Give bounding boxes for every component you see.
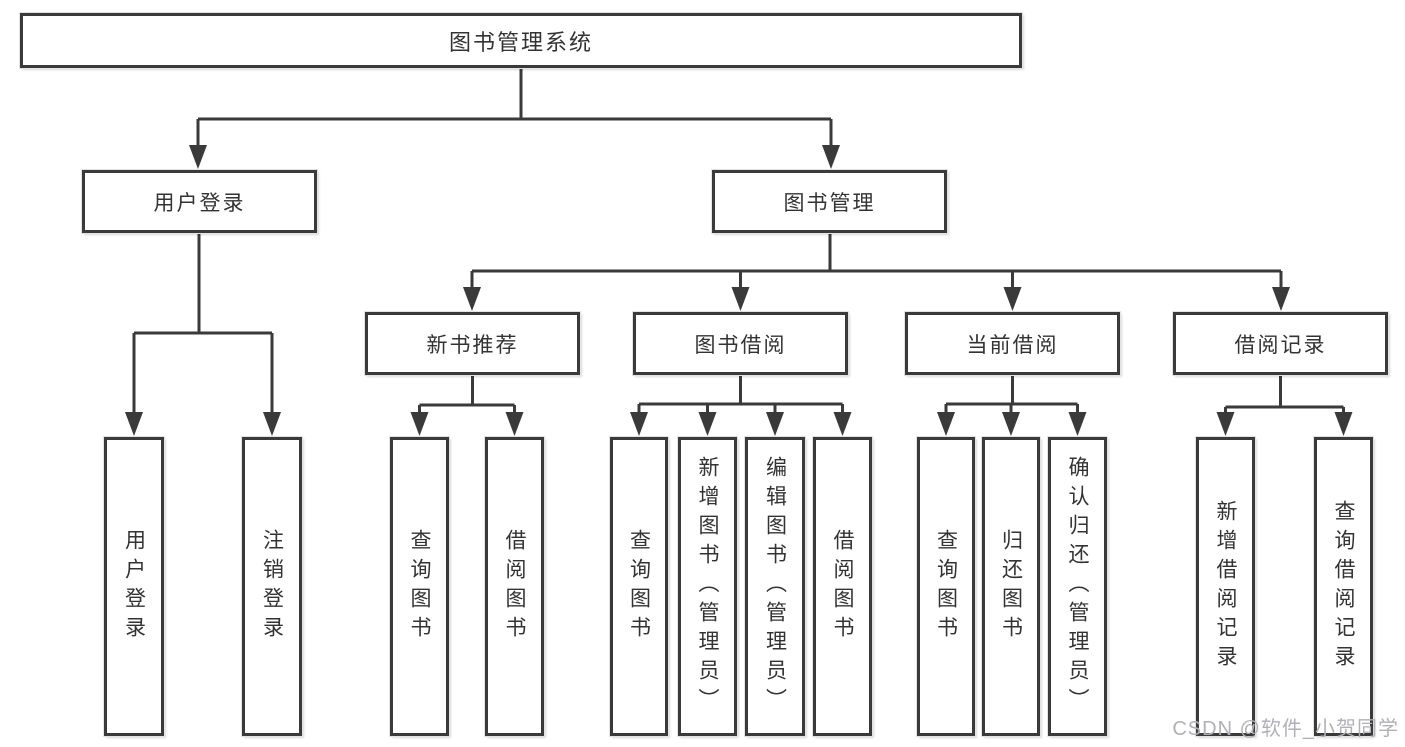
node-new-book-recommend: 新书推荐: [365, 312, 580, 375]
arrowhead-icon: [766, 412, 784, 436]
node-leaf-query-books-1-label: 查询图书: [408, 528, 432, 645]
node-leaf-user-login-label: 用户登录: [122, 528, 146, 645]
node-leaf-edit-book-admin-label: 编辑图书（管理员）: [763, 456, 787, 717]
node-current-borrow: 当前借阅: [905, 312, 1120, 375]
node-leaf-query-books-2-label: 查询图书: [627, 528, 651, 645]
arrowhead-icon: [263, 412, 281, 436]
node-user-login-label: 用户登录: [153, 191, 246, 215]
node-leaf-borrow-books-2-label: 借阅图书: [831, 528, 855, 645]
arrowhead-icon: [1068, 412, 1087, 436]
node-leaf-borrow-books-1: 借阅图书: [485, 437, 544, 736]
node-book-management-label: 图书管理: [783, 191, 876, 215]
arrowhead-icon: [937, 412, 955, 436]
node-new-book-recommend-label: 新书推荐: [426, 333, 519, 357]
node-leaf-query-borrow-record: 查询借阅记录: [1314, 437, 1373, 736]
node-borrow-records: 借阅记录: [1173, 312, 1388, 375]
node-leaf-add-book-admin: 新增图书（管理员）: [678, 437, 737, 736]
node-leaf-return-book-label: 归还图书: [999, 528, 1023, 645]
arrowhead-icon: [822, 145, 840, 169]
node-leaf-borrow-books-1-label: 借阅图书: [503, 528, 527, 645]
arrowhead-icon: [630, 412, 648, 436]
node-leaf-add-book-admin-label: 新增图书（管理员）: [696, 456, 720, 717]
node-leaf-logout: 注销登录: [242, 437, 302, 736]
node-root: 图书管理系统: [20, 13, 1022, 68]
arrowhead-icon: [833, 412, 852, 436]
edge-current-borrow-to-leaves: [937, 375, 1087, 436]
node-leaf-add-borrow-record: 新增借阅记录: [1196, 437, 1255, 736]
edge-new-book-recommend-to-leaves: [410, 375, 524, 436]
node-leaf-query-books-3-label: 查询图书: [934, 528, 958, 645]
arrowhead-icon: [1002, 412, 1020, 436]
edge-book-borrow-to-leaves: [630, 375, 852, 436]
node-leaf-query-borrow-record-label: 查询借阅记录: [1332, 499, 1356, 674]
arrowhead-icon: [698, 412, 717, 436]
node-book-borrow-label: 图书借阅: [694, 333, 787, 357]
node-leaf-confirm-return-admin-label: 确认归还（管理员）: [1066, 456, 1090, 717]
edge-borrow-records-to-leaves: [1216, 375, 1353, 436]
arrowhead-icon: [125, 412, 143, 436]
arrowhead-icon: [1272, 287, 1290, 311]
arrowhead-icon: [189, 145, 207, 169]
node-leaf-query-books-3: 查询图书: [917, 437, 975, 736]
node-borrow-records-label: 借阅记录: [1234, 333, 1327, 357]
node-leaf-confirm-return-admin: 确认归还（管理员）: [1048, 437, 1107, 736]
node-leaf-borrow-books-2: 借阅图书: [813, 437, 872, 736]
arrowhead-icon: [463, 287, 481, 311]
node-leaf-logout-label: 注销登录: [260, 528, 284, 645]
node-user-login: 用户登录: [82, 170, 317, 233]
edge-book-management-to-level3: [463, 233, 1290, 311]
arrowhead-icon: [410, 412, 429, 436]
node-book-borrow: 图书借阅: [633, 312, 848, 375]
node-root-label: 图书管理系统: [448, 29, 593, 55]
node-leaf-add-borrow-record-label: 新增借阅记录: [1214, 499, 1238, 674]
arrowhead-icon: [1216, 412, 1235, 436]
node-leaf-query-books-2: 查询图书: [610, 437, 668, 736]
arrowhead-icon: [505, 412, 524, 436]
node-leaf-edit-book-admin: 编辑图书（管理员）: [745, 437, 805, 736]
node-current-borrow-label: 当前借阅: [966, 333, 1059, 357]
node-leaf-return-book: 归还图书: [982, 437, 1040, 736]
node-book-management: 图书管理: [712, 170, 947, 233]
edge-user-login-to-leaves: [125, 233, 281, 436]
arrowhead-icon: [1003, 287, 1022, 311]
arrowhead-icon: [1334, 412, 1353, 436]
arrowhead-icon: [731, 287, 750, 311]
node-leaf-user-login: 用户登录: [104, 437, 164, 736]
edge-root-to-level2: [189, 68, 840, 169]
node-leaf-query-books-1: 查询图书: [390, 437, 449, 736]
